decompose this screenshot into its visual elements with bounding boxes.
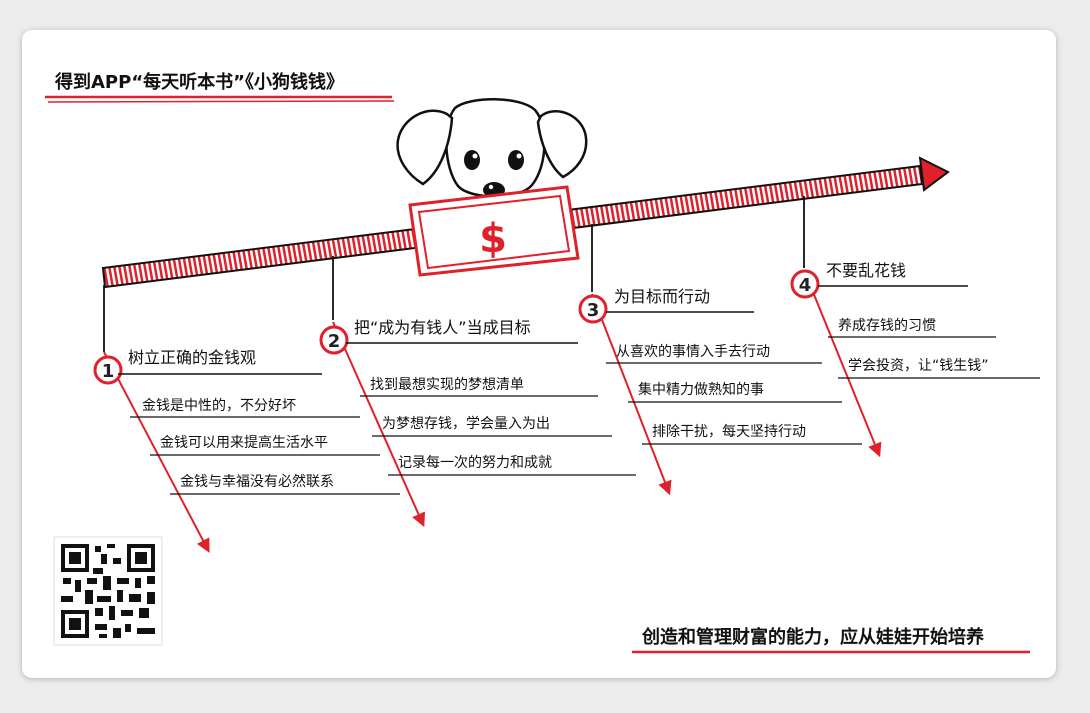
- branch-2-badge: [319, 325, 349, 355]
- title-underline-2: [47, 100, 395, 103]
- footer-slogan: 创造和管理财富的能力，应从娃娃开始培养: [641, 626, 985, 648]
- branch-1: 1 树立正确的金钱观 金钱是中性的，不分好坏 金钱可以用来提高生活水平 金钱与幸…: [93, 348, 400, 553]
- branch-3-title: 为目标而行动: [614, 287, 710, 306]
- branch-3-item-1: 从喜欢的事情入手去行动: [616, 344, 770, 360]
- branch-1-badge: [93, 355, 123, 385]
- branch-2-title: 把“成为有钱人”当成目标: [354, 318, 531, 337]
- branch-1-item-3: 金钱与幸福没有必然联系: [180, 473, 334, 490]
- branch-2-item-1: 找到最想实现的梦想清单: [370, 377, 524, 393]
- branch-1-item-1: 金钱是中性的，不分好坏: [142, 398, 296, 414]
- branch-1-item-2: 金钱可以用来提高生活水平: [160, 434, 328, 451]
- header: 得到APP“每天听本书”《小狗钱钱》: [45, 71, 395, 103]
- branch-3-item-3: 排除干扰，每天坚持行动: [652, 424, 806, 440]
- branch-2-item-3: 记录每一次的努力和成就: [398, 455, 552, 471]
- timeline-arrowhead: [918, 156, 950, 192]
- branch-1-title: 树立正确的金钱观: [128, 348, 256, 367]
- branch-1-number: 1: [102, 361, 115, 382]
- page-title: 得到APP“每天听本书”《小狗钱钱》: [54, 71, 344, 93]
- branch-4-badge: [790, 269, 820, 299]
- branch-4-item-1: 养成存钱的习惯: [838, 317, 936, 334]
- branch-4-arrow: [803, 269, 882, 458]
- branch-3-number: 3: [587, 300, 600, 321]
- dollar-sign-icon: $: [479, 216, 507, 262]
- branch-1-arrow: [103, 351, 210, 553]
- branch-4: 4 不要乱花钱 养成存钱的习惯 学会投资，让“钱生钱”: [790, 261, 1040, 458]
- branch-4-number: 4: [799, 275, 812, 296]
- branch-4-item-2: 学会投资，让“钱生钱”: [848, 358, 989, 374]
- dog-head-icon: [396, 98, 588, 198]
- money-bill: $: [408, 185, 580, 277]
- branch-4-title: 不要乱花钱: [826, 261, 906, 280]
- connectors: [103, 196, 805, 352]
- footer: 创造和管理财富的能力，应从娃娃开始培养: [632, 626, 1030, 654]
- branch-2-number: 2: [328, 331, 341, 352]
- branch-3-item-2: 集中精力做熟知的事: [638, 381, 764, 398]
- branch-3-arrow: [591, 293, 672, 496]
- branch-3-badge: [578, 294, 608, 324]
- branch-3: 3 为目标而行动 从喜欢的事情入手去行动 集中精力做熟知的事 排除干扰，每天坚持…: [578, 287, 862, 496]
- branch-2: 2 把“成为有钱人”当成目标 找到最想实现的梦想清单 为梦想存钱，学会量入为出 …: [319, 318, 636, 528]
- qr-code-icon: [53, 536, 163, 646]
- branch-2-arrow: [332, 321, 425, 528]
- branch-2-item-2: 为梦想存钱，学会量入为出: [382, 416, 550, 432]
